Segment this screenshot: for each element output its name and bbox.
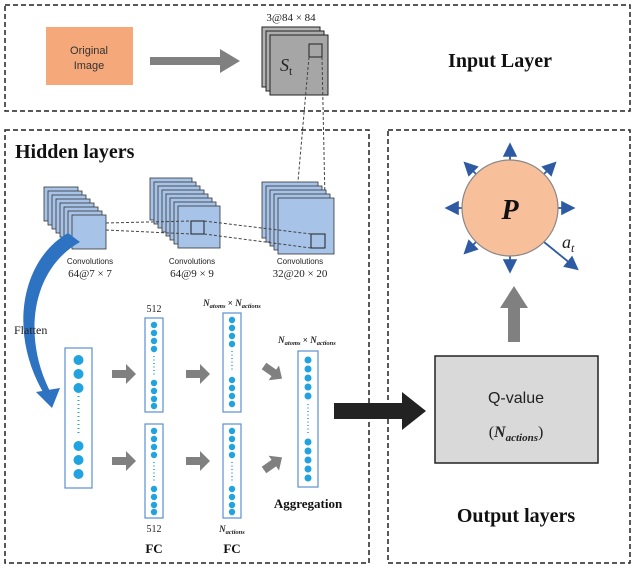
merge-arrow-top xyxy=(261,362,283,381)
fc-top-vector xyxy=(144,317,164,413)
state-size-label: 3@84 × 84 xyxy=(266,12,316,24)
fc2-top-size: Natoms × Nactions xyxy=(202,298,261,310)
policy-symbol: P xyxy=(500,195,519,226)
aggregation-label: Aggregation xyxy=(274,496,343,511)
input-layer-panel xyxy=(4,4,631,112)
original-image-label-line2: Image xyxy=(74,60,105,72)
fc2-bottom-vector xyxy=(222,423,242,519)
conv-3-caption: Convolutions xyxy=(277,257,323,266)
qvalue-to-policy-arrow xyxy=(500,286,528,342)
fc2-bottom-size: Nactions xyxy=(218,524,245,536)
conv-1-caption: Convolutions xyxy=(67,257,113,266)
action-symbol: at xyxy=(562,232,575,255)
merge-arrow-bottom xyxy=(261,455,283,474)
qvalue-box xyxy=(434,355,599,464)
policy-arrows xyxy=(444,142,579,274)
conv-3-size: 32@20 × 20 xyxy=(273,268,328,280)
state-stack xyxy=(261,26,329,96)
fc-bottom-size: 512 xyxy=(147,524,162,535)
conv-stack-1 xyxy=(43,186,107,250)
conv-2-size: 64@9 × 9 xyxy=(170,268,214,280)
fc-top-size: 512 xyxy=(147,304,162,315)
aggregation-size: Natoms × Nactions xyxy=(277,335,336,347)
flatten-arrow xyxy=(23,233,80,400)
to-qvalue-arrow xyxy=(334,392,426,430)
conv-1-size: 64@7 × 7 xyxy=(68,268,112,280)
output-layers-panel xyxy=(387,129,631,564)
output-layers-title: Output layers xyxy=(457,505,576,527)
fc-label-1: FC xyxy=(145,541,162,556)
original-image-label-line1: Original xyxy=(70,45,108,57)
original-image-box xyxy=(46,27,133,85)
input-layer-title: Input Layer xyxy=(448,50,552,72)
conv-2-caption: Convolutions xyxy=(169,257,215,266)
qvalue-label: Q-value xyxy=(488,390,544,407)
state-symbol: St xyxy=(280,55,293,78)
fc-label-2: FC xyxy=(223,541,240,556)
input-arrow xyxy=(150,49,240,73)
flatten-label: Flatten xyxy=(14,323,47,337)
conv-stack-3 xyxy=(261,181,335,255)
conv-stack-2 xyxy=(149,177,221,249)
hidden-layers-title: Hidden layers xyxy=(15,141,135,163)
fc-bottom-vector xyxy=(144,423,164,519)
policy-circle xyxy=(461,159,559,257)
hidden-layers-panel xyxy=(4,129,370,564)
